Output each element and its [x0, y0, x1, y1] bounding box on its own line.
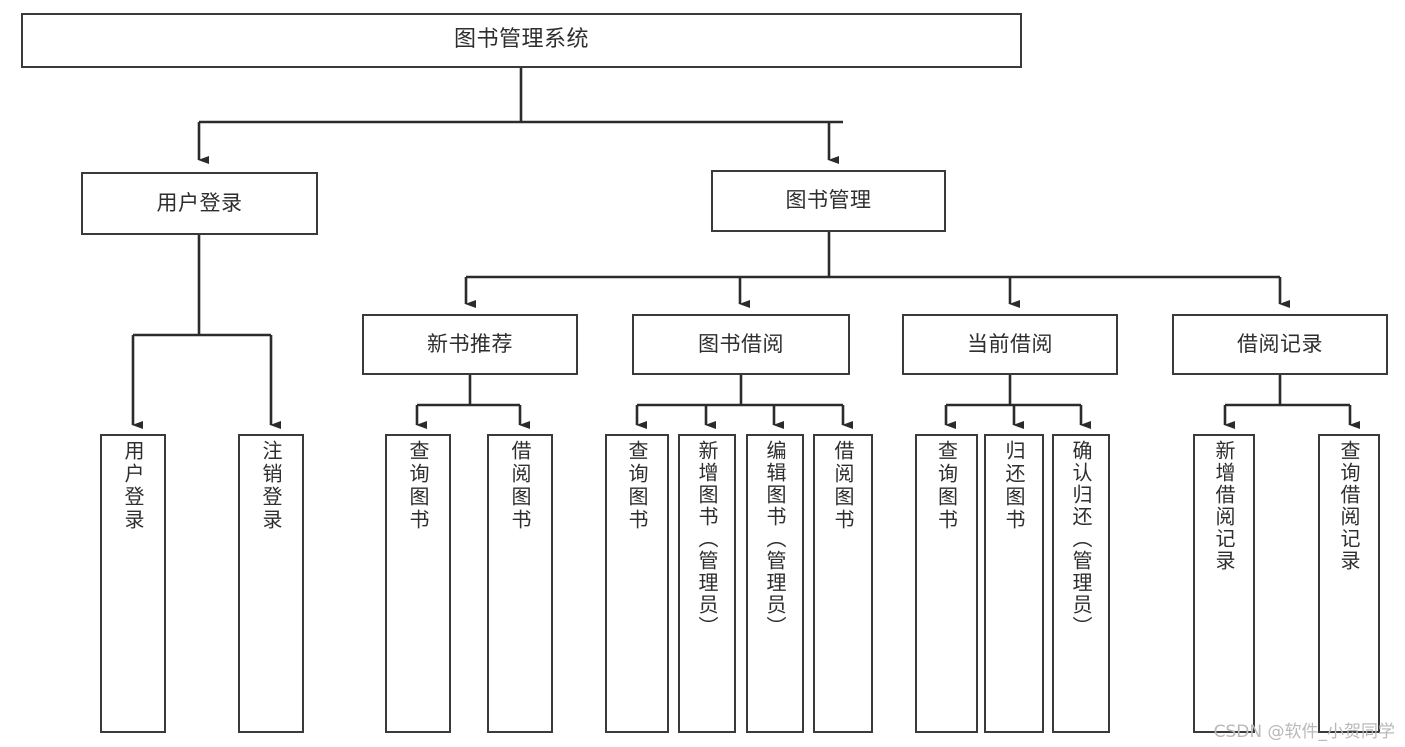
node-label: 借阅记录	[1237, 331, 1323, 356]
node-book-borrow[interactable]: 图书借阅	[632, 314, 850, 375]
node-label: 查询图书	[934, 440, 959, 532]
leaf-book-borrow-borrow-book[interactable]: 借阅图书	[813, 434, 873, 733]
leaf-book-borrow-query-book[interactable]: 查询图书	[605, 434, 669, 733]
node-borrow-record[interactable]: 借阅记录	[1172, 314, 1388, 375]
leaf-borrow-record-query-record[interactable]: 查询借阅记录	[1318, 434, 1380, 733]
node-label: 新增图书（管理员）	[695, 440, 719, 638]
node-current-borrow[interactable]: 当前借阅	[902, 314, 1118, 375]
leaf-current-borrow-query-book[interactable]: 查询图书	[915, 434, 978, 733]
leaf-current-borrow-confirm-return-admin[interactable]: 确认归还（管理员）	[1052, 434, 1110, 733]
node-label: 查询图书	[406, 440, 430, 532]
node-label: 注销登录	[259, 440, 283, 532]
node-user-login[interactable]: 用户登录	[81, 172, 318, 235]
node-label: 用户登录	[121, 440, 145, 532]
node-label: 新书推荐	[427, 331, 513, 356]
node-book-management[interactable]: 图书管理	[711, 170, 946, 232]
leaf-new-book-query-book[interactable]: 查询图书	[385, 434, 451, 733]
node-label: 借阅图书	[508, 440, 532, 532]
node-label: 编辑图书（管理员）	[763, 440, 787, 638]
node-label: 当前借阅	[967, 331, 1053, 356]
node-label: 查询借阅记录	[1337, 440, 1361, 572]
node-label: 图书管理	[785, 188, 872, 213]
node-label: 借阅图书	[831, 440, 855, 532]
leaf-user-login-logout[interactable]: 注销登录	[238, 434, 304, 733]
node-label: 新增借阅记录	[1212, 440, 1236, 572]
node-label: 查询图书	[625, 440, 649, 532]
node-label: 归还图书	[1002, 440, 1026, 532]
node-label: 确认归还（管理员）	[1069, 440, 1093, 638]
node-label: 用户登录	[156, 190, 243, 215]
leaf-borrow-record-add-record[interactable]: 新增借阅记录	[1193, 434, 1255, 733]
csdn-watermark: CSDN @软件_小贺同学	[1213, 722, 1395, 742]
node-root-book-management-system[interactable]: 图书管理系统	[21, 13, 1022, 68]
node-label: 图书管理系统	[453, 27, 589, 53]
leaf-current-borrow-return-book[interactable]: 归还图书	[984, 434, 1044, 733]
node-label: 图书借阅	[698, 331, 784, 356]
leaf-new-book-borrow-book[interactable]: 借阅图书	[487, 434, 553, 733]
node-new-book-recommend[interactable]: 新书推荐	[362, 314, 578, 375]
leaf-book-borrow-add-book-admin[interactable]: 新增图书（管理员）	[678, 434, 736, 733]
leaf-book-borrow-edit-book-admin[interactable]: 编辑图书（管理员）	[746, 434, 804, 733]
leaf-user-login-login[interactable]: 用户登录	[100, 434, 166, 733]
